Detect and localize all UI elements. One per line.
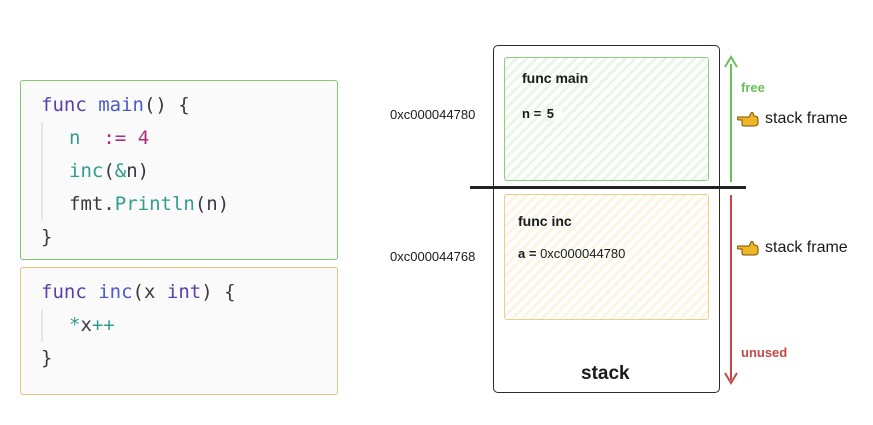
unused-label: unused — [741, 345, 788, 360]
address-main: 0xc000044780 — [390, 107, 476, 122]
frame-inc-var-value: 0xc000044780 — [540, 246, 626, 261]
free-arrow-icon — [724, 55, 738, 182]
code-line-inc-call: inc(&n) — [41, 155, 337, 188]
stack-label: stack — [581, 363, 630, 384]
code-line-assign: n := 4 — [41, 122, 337, 155]
frame-main-variable: n = 5 — [522, 106, 563, 121]
stack-frame-inc: func inc a = 0xc000044780 — [504, 194, 709, 320]
frame-inc-var-name: a — [518, 246, 526, 261]
stack-frame-text-inc: stack frame — [765, 239, 848, 256]
code-line-func-main: func main() { — [41, 94, 190, 116]
frame-main-var-eq: = — [529, 106, 545, 121]
unused-arrow-icon — [724, 195, 738, 385]
pointing-hand-icon — [737, 241, 759, 256]
code-block-main: func main() { n := 4 inc(&n) fmt.Println… — [20, 80, 338, 260]
frame-main-var-value: 5 — [544, 106, 563, 121]
address-inc: 0xc000044768 — [390, 249, 476, 264]
pointing-hand-icon — [737, 112, 759, 127]
frame-inc-title: func inc — [518, 213, 572, 229]
stack-frame-label-main: stack frame — [737, 110, 848, 128]
frame-inc-variable: a = 0xc000044780 — [518, 246, 625, 261]
frame-inc-var-eq: = — [525, 246, 541, 261]
stack-frame-text-main: stack frame — [765, 110, 848, 127]
stack-frame-main: func main n = 5 — [504, 57, 709, 181]
code-line-close-main: } — [41, 226, 53, 248]
stack-frame-label-inc: stack frame — [737, 239, 848, 257]
code-line-func-inc: func inc(x int) { — [41, 281, 236, 303]
frame-main-title: func main — [522, 70, 589, 86]
frame-main-var-name: n — [522, 106, 530, 121]
code-line-close-inc: } — [41, 347, 53, 369]
stack-pointer-divider — [470, 186, 746, 189]
growth-arrows — [724, 55, 738, 385]
code-block-inc: func inc(x int) { *x++ } — [20, 267, 338, 395]
free-label: free — [741, 80, 765, 95]
code-line-increment: *x++ — [41, 309, 337, 342]
code-line-println: fmt.Println(n) — [41, 188, 337, 221]
